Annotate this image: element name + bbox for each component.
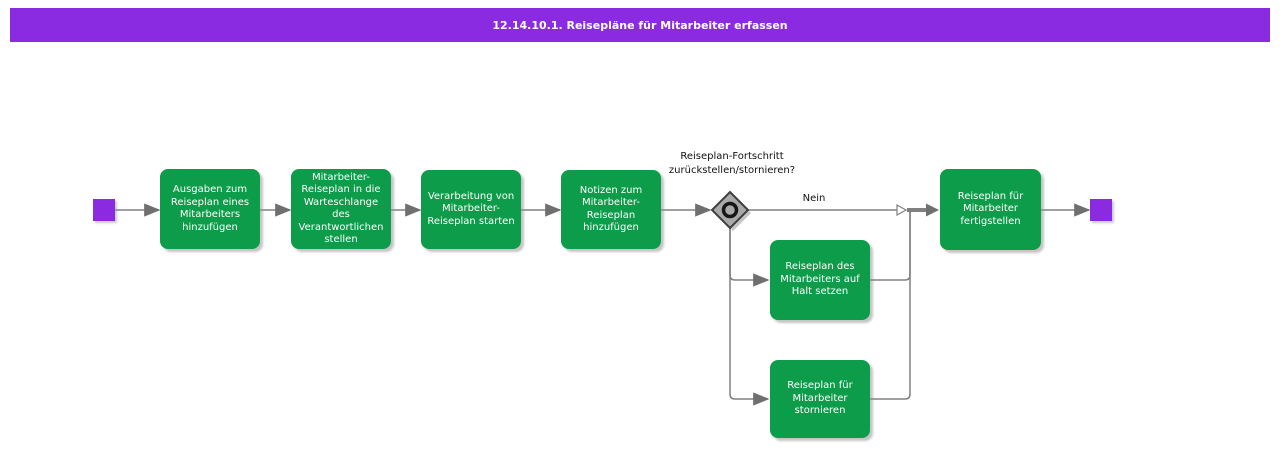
task-verarbeitung-starten[interactable]: Verarbeitung von Mitarbeiter-Reiseplan s… [421,170,521,249]
task-label: Mitarbeiter-Reiseplan in die Warteschlan… [298,171,384,246]
task-fertigstellen[interactable]: Reiseplan für Mitarbeiter fertigstellen [940,169,1041,250]
diagram-title: 12.14.10.1. Reisepläne für Mitarbeiter e… [492,18,788,32]
connector-gateway-to-halt [729,228,770,287]
task-stornieren[interactable]: Reiseplan für Mitarbeiter stornieren [770,360,870,438]
gateway-question-label: Reiseplan-Fortschritt zurückstellen/stor… [668,151,796,176]
gateway-circle-icon [721,201,739,219]
gateway-nein-label: Nein [802,193,826,204]
end-node[interactable] [1090,199,1112,221]
task-notizen-hinzufuegen[interactable]: Notizen zum Mitarbeiter-Reiseplan hinzuf… [561,170,661,249]
task-label: Reiseplan des Mitarbeiters auf Halt setz… [780,261,860,298]
task-label: Ausgaben zum Reiseplan eines Mitarbeiter… [170,184,250,233]
gateway-diamond[interactable] [710,190,750,230]
start-node[interactable] [93,199,115,221]
connector-gateway-to-stornieren [729,228,770,406]
thick-arrowhead [926,203,939,217]
task-label: Reiseplan für Mitarbeiter stornieren [787,380,853,417]
connector-stornieren-return [870,212,911,400]
task-label: Verarbeitung von Mitarbeiter-Reiseplan s… [427,190,515,227]
task-label: Reiseplan für Mitarbeiter fertigstellen [957,190,1024,227]
connector-halt-return [870,212,911,281]
task-warteschlange-stellen[interactable]: Mitarbeiter-Reiseplan in die Warteschlan… [291,169,391,249]
merge-open-arrowhead [896,203,908,217]
diagram-title-bar: 12.14.10.1. Reisepläne für Mitarbeiter e… [10,8,1270,42]
task-ausgaben-hinzufuegen[interactable]: Ausgaben zum Reiseplan eines Mitarbeiter… [160,169,260,249]
task-label: Notizen zum Mitarbeiter-Reiseplan hinzuf… [579,184,643,234]
task-halt-setzen[interactable]: Reiseplan des Mitarbeiters auf Halt setz… [770,240,870,320]
